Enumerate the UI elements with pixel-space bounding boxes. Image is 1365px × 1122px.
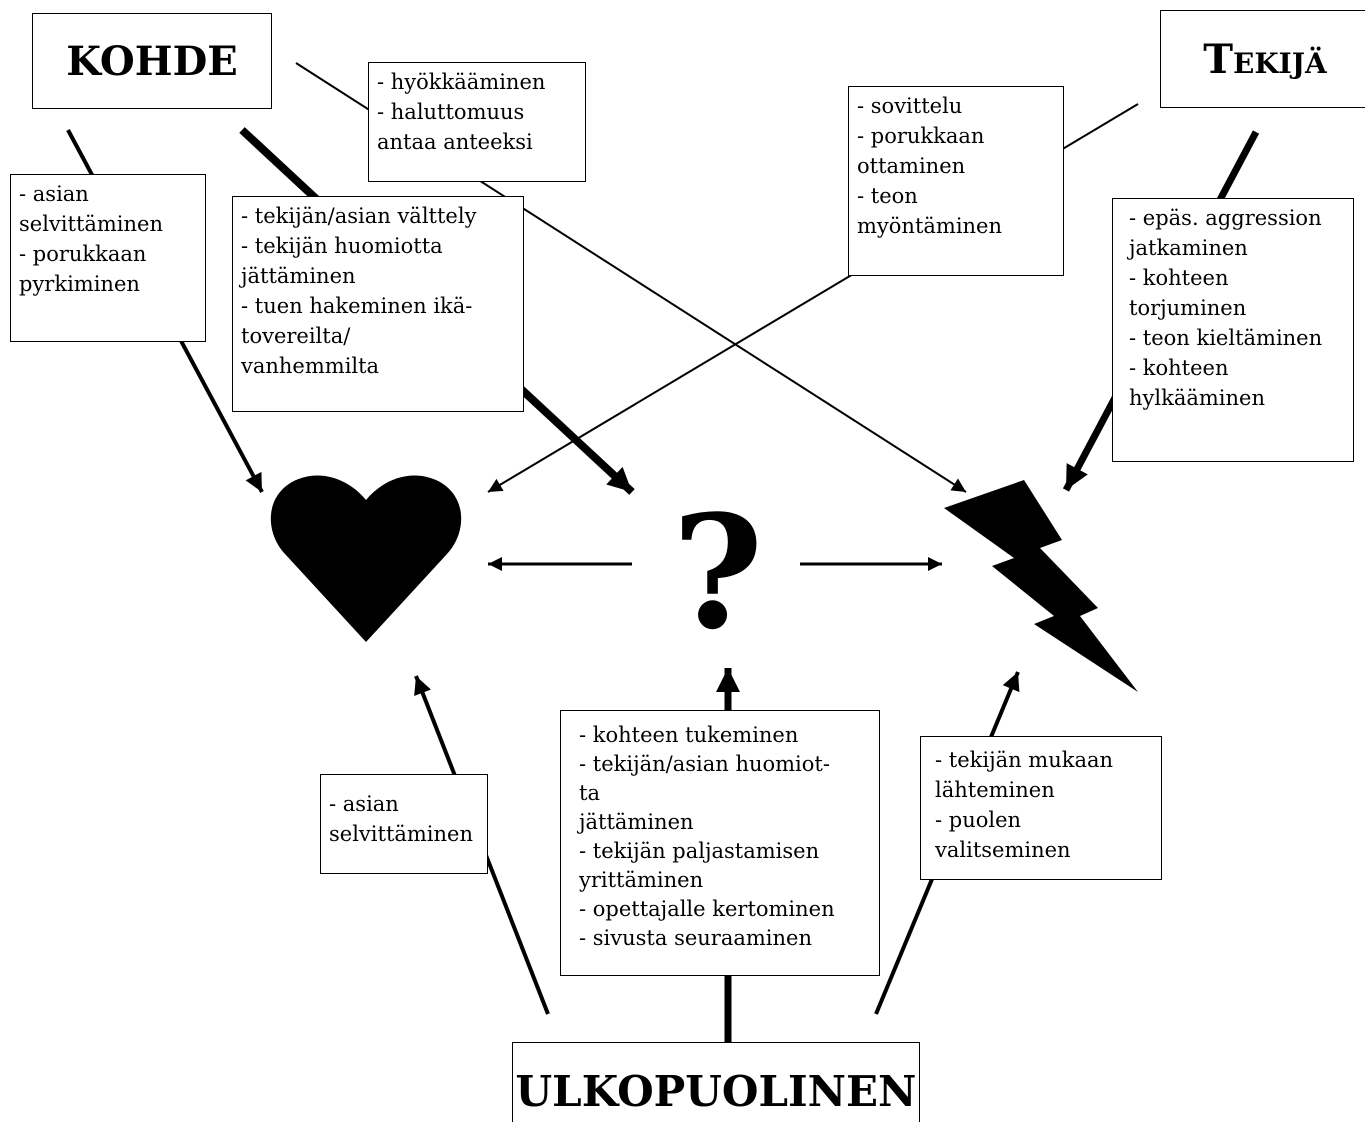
box-line: myöntäminen — [857, 214, 1003, 238]
box-line: - opettajalle kertominen — [579, 897, 835, 921]
heart-icon — [270, 475, 462, 642]
box-line: - sovittelu — [857, 94, 963, 118]
box-line: ta — [579, 781, 600, 805]
box-line: - tekijän paljastamisen — [579, 839, 820, 863]
box-line: jättäminen — [241, 264, 356, 288]
box-line: jatkaminen — [1129, 236, 1248, 260]
box-line: - teon — [857, 184, 918, 208]
box-line: ottaminen — [857, 154, 966, 178]
role-kohde-box: KOHDE — [32, 13, 272, 109]
box-kohde-neutral: - tekijän/asian välttely - tekijän huomi… — [232, 196, 524, 412]
role-tekija-box: Tekijä — [1160, 10, 1365, 108]
role-ulkopuolinen-label: ULKOPUOLINEN — [515, 1067, 917, 1116]
box-line: - puolen — [935, 808, 1022, 832]
box-line: - tuen hakeminen ikä- — [241, 294, 473, 318]
box-line: - tekijän huomiotta — [241, 234, 443, 258]
box-line: - teon kieltäminen — [1129, 326, 1323, 350]
box-line: valitseminen — [935, 838, 1071, 862]
box-line: - kohteen — [1129, 356, 1229, 380]
box-line: pyrkiminen — [19, 272, 140, 296]
box-ulko-positive: - asian selvittäminen — [320, 774, 488, 874]
box-line: - epäs. aggression — [1129, 206, 1322, 230]
box-line: - tekijän/asian huomiot- — [579, 752, 830, 776]
role-ulkopuolinen-box: ULKOPUOLINEN — [512, 1042, 920, 1122]
box-line: - asian — [329, 792, 399, 816]
box-line: - sivusta seuraaminen — [579, 926, 812, 950]
box-line: vanhemmilta — [241, 354, 380, 378]
box-tekija-positive: - sovittelu - porukkaan ottaminen - teon… — [848, 86, 1064, 276]
box-line: - hyökkääminen — [377, 70, 546, 94]
box-line: hylkääminen — [1129, 386, 1265, 410]
box-line: antaa anteeksi — [377, 130, 533, 154]
box-line: tovereilta/ — [241, 324, 351, 348]
box-tekija-negative: - epäs. aggression jatkaminen - kohteen … — [1112, 198, 1354, 462]
box-line: selvittäminen — [329, 822, 474, 846]
lightning-bolt-icon — [944, 480, 1138, 692]
box-line: yrittäminen — [579, 868, 704, 892]
box-kohde-positive: - asian selvittäminen - porukkaan pyrkim… — [10, 174, 206, 342]
box-line: torjuminen — [1129, 296, 1247, 320]
box-line: - haluttomuus — [377, 100, 525, 124]
box-line: jättäminen — [579, 810, 694, 834]
box-line: - porukkaan — [19, 242, 147, 266]
box-line: selvittäminen — [19, 212, 164, 236]
box-ulko-negative: - tekijän mukaan lähteminen - puolen val… — [920, 736, 1162, 880]
box-line: - kohteen — [1129, 266, 1229, 290]
box-line: - kohteen tukeminen — [579, 723, 799, 747]
role-tekija-label: Tekijä — [1203, 35, 1327, 83]
box-ulko-neutral: - kohteen tukeminen - tekijän/asian huom… — [560, 710, 880, 976]
box-line: - porukkaan — [857, 124, 985, 148]
question-mark: ? — [672, 481, 764, 664]
box-line: - asian — [19, 182, 89, 206]
role-kohde-label: KOHDE — [66, 37, 238, 85]
box-kohde-negative: - hyökkääminen - haluttomuus antaa antee… — [368, 62, 586, 182]
box-line: lähteminen — [935, 778, 1055, 802]
box-line: - tekijän mukaan — [935, 748, 1114, 772]
box-line: - tekijän/asian välttely — [241, 204, 477, 228]
